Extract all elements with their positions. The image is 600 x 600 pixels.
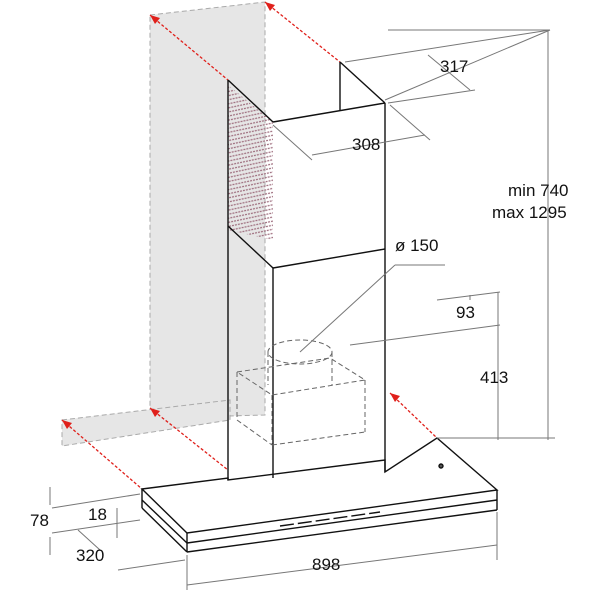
dim-320: 320 (76, 546, 105, 565)
dim-308: 308 (352, 135, 381, 154)
dimension-lines (49, 29, 555, 590)
dim-max-height: max 1295 (492, 203, 567, 222)
dim-93: 93 (456, 303, 475, 322)
dim-898: 898 (312, 555, 341, 574)
dim-18: 18 (88, 505, 107, 524)
chimney (227, 61, 386, 480)
dim-413: 413 (480, 368, 509, 387)
dim-min-height: min 740 (508, 181, 569, 200)
red-arrows (61, 1, 438, 490)
dim-78: 78 (30, 511, 49, 530)
hood-body (140, 437, 499, 553)
hidden-motor-box (235, 339, 367, 446)
dim-317: 317 (440, 57, 469, 76)
dim-outlet-diameter: ø 150 (395, 236, 439, 255)
arrow-heads (62, 2, 400, 429)
